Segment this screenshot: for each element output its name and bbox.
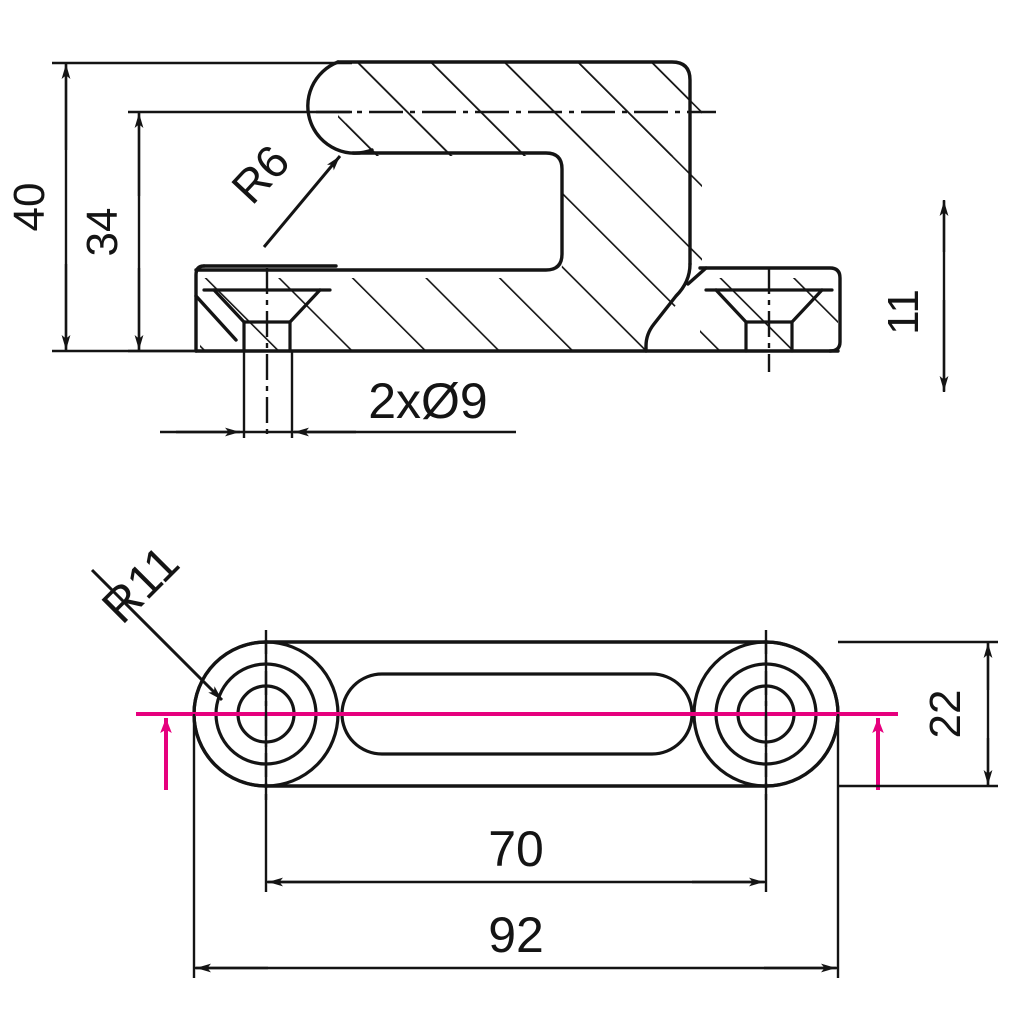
plan-view: 22 70 92 R1: [90, 536, 998, 978]
dimension-40: 40: [5, 61, 352, 353]
dimension-70: 70: [264, 640, 768, 892]
leader-r11: R11: [90, 536, 224, 702]
leader-r6: R6: [221, 135, 342, 248]
dimension-92: 92: [192, 714, 840, 978]
plate-outline: [192, 640, 840, 788]
section-right-taper: [644, 262, 692, 353]
dimension-11: 11: [879, 200, 949, 392]
leader-r6-label: R6: [221, 135, 299, 213]
dim-40-label: 40: [5, 183, 54, 232]
hole-axis-centerlines: [265, 268, 771, 440]
pocket-outline: [194, 151, 564, 272]
section-outline: [194, 60, 842, 353]
leader-r11-line: [90, 568, 224, 702]
dim-92-label: 92: [488, 907, 544, 963]
section-view: 40 34 11: [5, 60, 949, 440]
dim-d9-label: 2xØ9: [368, 373, 488, 429]
section-top-edge: [336, 60, 692, 266]
dimension-34: 34: [78, 110, 352, 353]
dim-11-label: 11: [879, 289, 928, 335]
dim-34-label: 34: [78, 208, 127, 257]
right-flange-edge: [698, 266, 842, 353]
highlight-arrows: [160, 718, 884, 790]
dim-70-label: 70: [488, 821, 544, 877]
leader-r11-label: R11: [92, 536, 189, 633]
right-flange-chamfer: [686, 266, 708, 286]
leader-r6-line: [262, 155, 342, 248]
dim-22-label: 22: [921, 690, 970, 739]
dimension-22: 22: [838, 640, 998, 788]
left-flange-chamfer: [194, 294, 238, 342]
dimension-2xd9: 2xØ9: [160, 351, 516, 438]
left-countersunk-hole: [202, 288, 332, 353]
